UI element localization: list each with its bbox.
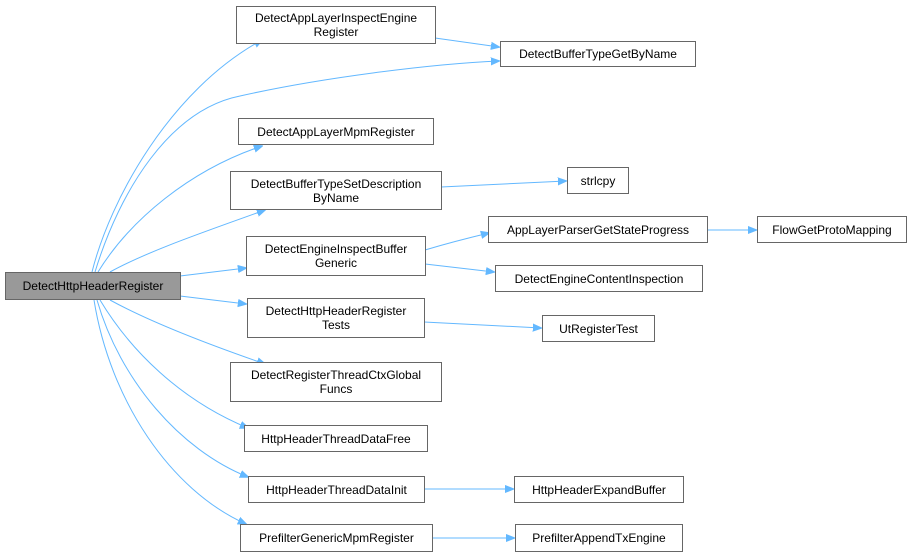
node-detect-app-layer-mpm-register[interactable]: DetectAppLayerMpmRegister (238, 118, 434, 145)
edge-root-to-prefiltermpmregister (93, 299, 246, 524)
edge-root-to-settypedescription (109, 210, 265, 273)
edge-root-to-inspectbuffergeneric (179, 268, 246, 277)
edge-root-to-mpmregister (97, 146, 262, 273)
node-flow-get-proto-mapping[interactable]: FlowGetProtoMapping (757, 216, 907, 243)
node-app-layer-parser-get-state-progress[interactable]: AppLayerParserGetStateProgress (488, 216, 708, 243)
edge-settypedescription-to-strlcpy (440, 181, 566, 188)
node-detect-register-thread-ctx-global-funcs[interactable]: DetectRegisterThreadCtxGlobal Funcs (230, 362, 442, 402)
edge-root-to-appinspectregister (91, 40, 262, 273)
node-detect-http-header-register: DetectHttpHeaderRegister (5, 272, 181, 300)
edge-root-to-registertests (179, 295, 246, 304)
edge-root-to-threaddatafree (99, 299, 248, 428)
edge-appinspectregister-to-buffertypegetbyname (434, 37, 499, 47)
node-http-header-expand-buffer[interactable]: HttpHeaderExpandBuffer (514, 476, 684, 503)
node-detect-engine-content-inspection[interactable]: DetectEngineContentInspection (495, 265, 703, 292)
edge-root-to-threadctxglobal (109, 299, 265, 364)
node-http-header-thread-data-free[interactable]: HttpHeaderThreadDataFree (244, 425, 428, 452)
node-detect-app-layer-inspect-engine-register[interactable]: DetectAppLayerInspectEngine Register (236, 6, 436, 44)
edge-root-to-buffertypegetbyname (94, 61, 499, 273)
node-prefilter-append-tx-engine[interactable]: PrefilterAppendTxEngine (515, 524, 683, 552)
node-detect-buffer-type-get-by-name[interactable]: DetectBufferTypeGetByName (500, 41, 696, 67)
edge-registertests-to-utregistertest (423, 321, 541, 328)
node-http-header-thread-data-init[interactable]: HttpHeaderThreadDataInit (248, 476, 425, 503)
node-detect-engine-inspect-buffer-generic[interactable]: DetectEngineInspectBuffer Generic (246, 236, 426, 276)
node-detect-http-header-register-tests[interactable]: DetectHttpHeaderRegister Tests (247, 298, 425, 338)
edge-root-to-threaddatainit (96, 299, 248, 477)
edge-inspectbuffergeneric-to-parserstateprogress (424, 233, 489, 251)
node-ut-register-test[interactable]: UtRegisterTest (542, 315, 655, 342)
node-strlcpy[interactable]: strlcpy (567, 167, 629, 194)
node-detect-buffer-type-set-description-by-name[interactable]: DetectBufferTypeSetDescription ByName (230, 171, 442, 210)
node-prefilter-generic-mpm-register[interactable]: PrefilterGenericMpmRegister (240, 524, 433, 552)
edge-inspectbuffergeneric-to-contentinspection (424, 263, 494, 272)
